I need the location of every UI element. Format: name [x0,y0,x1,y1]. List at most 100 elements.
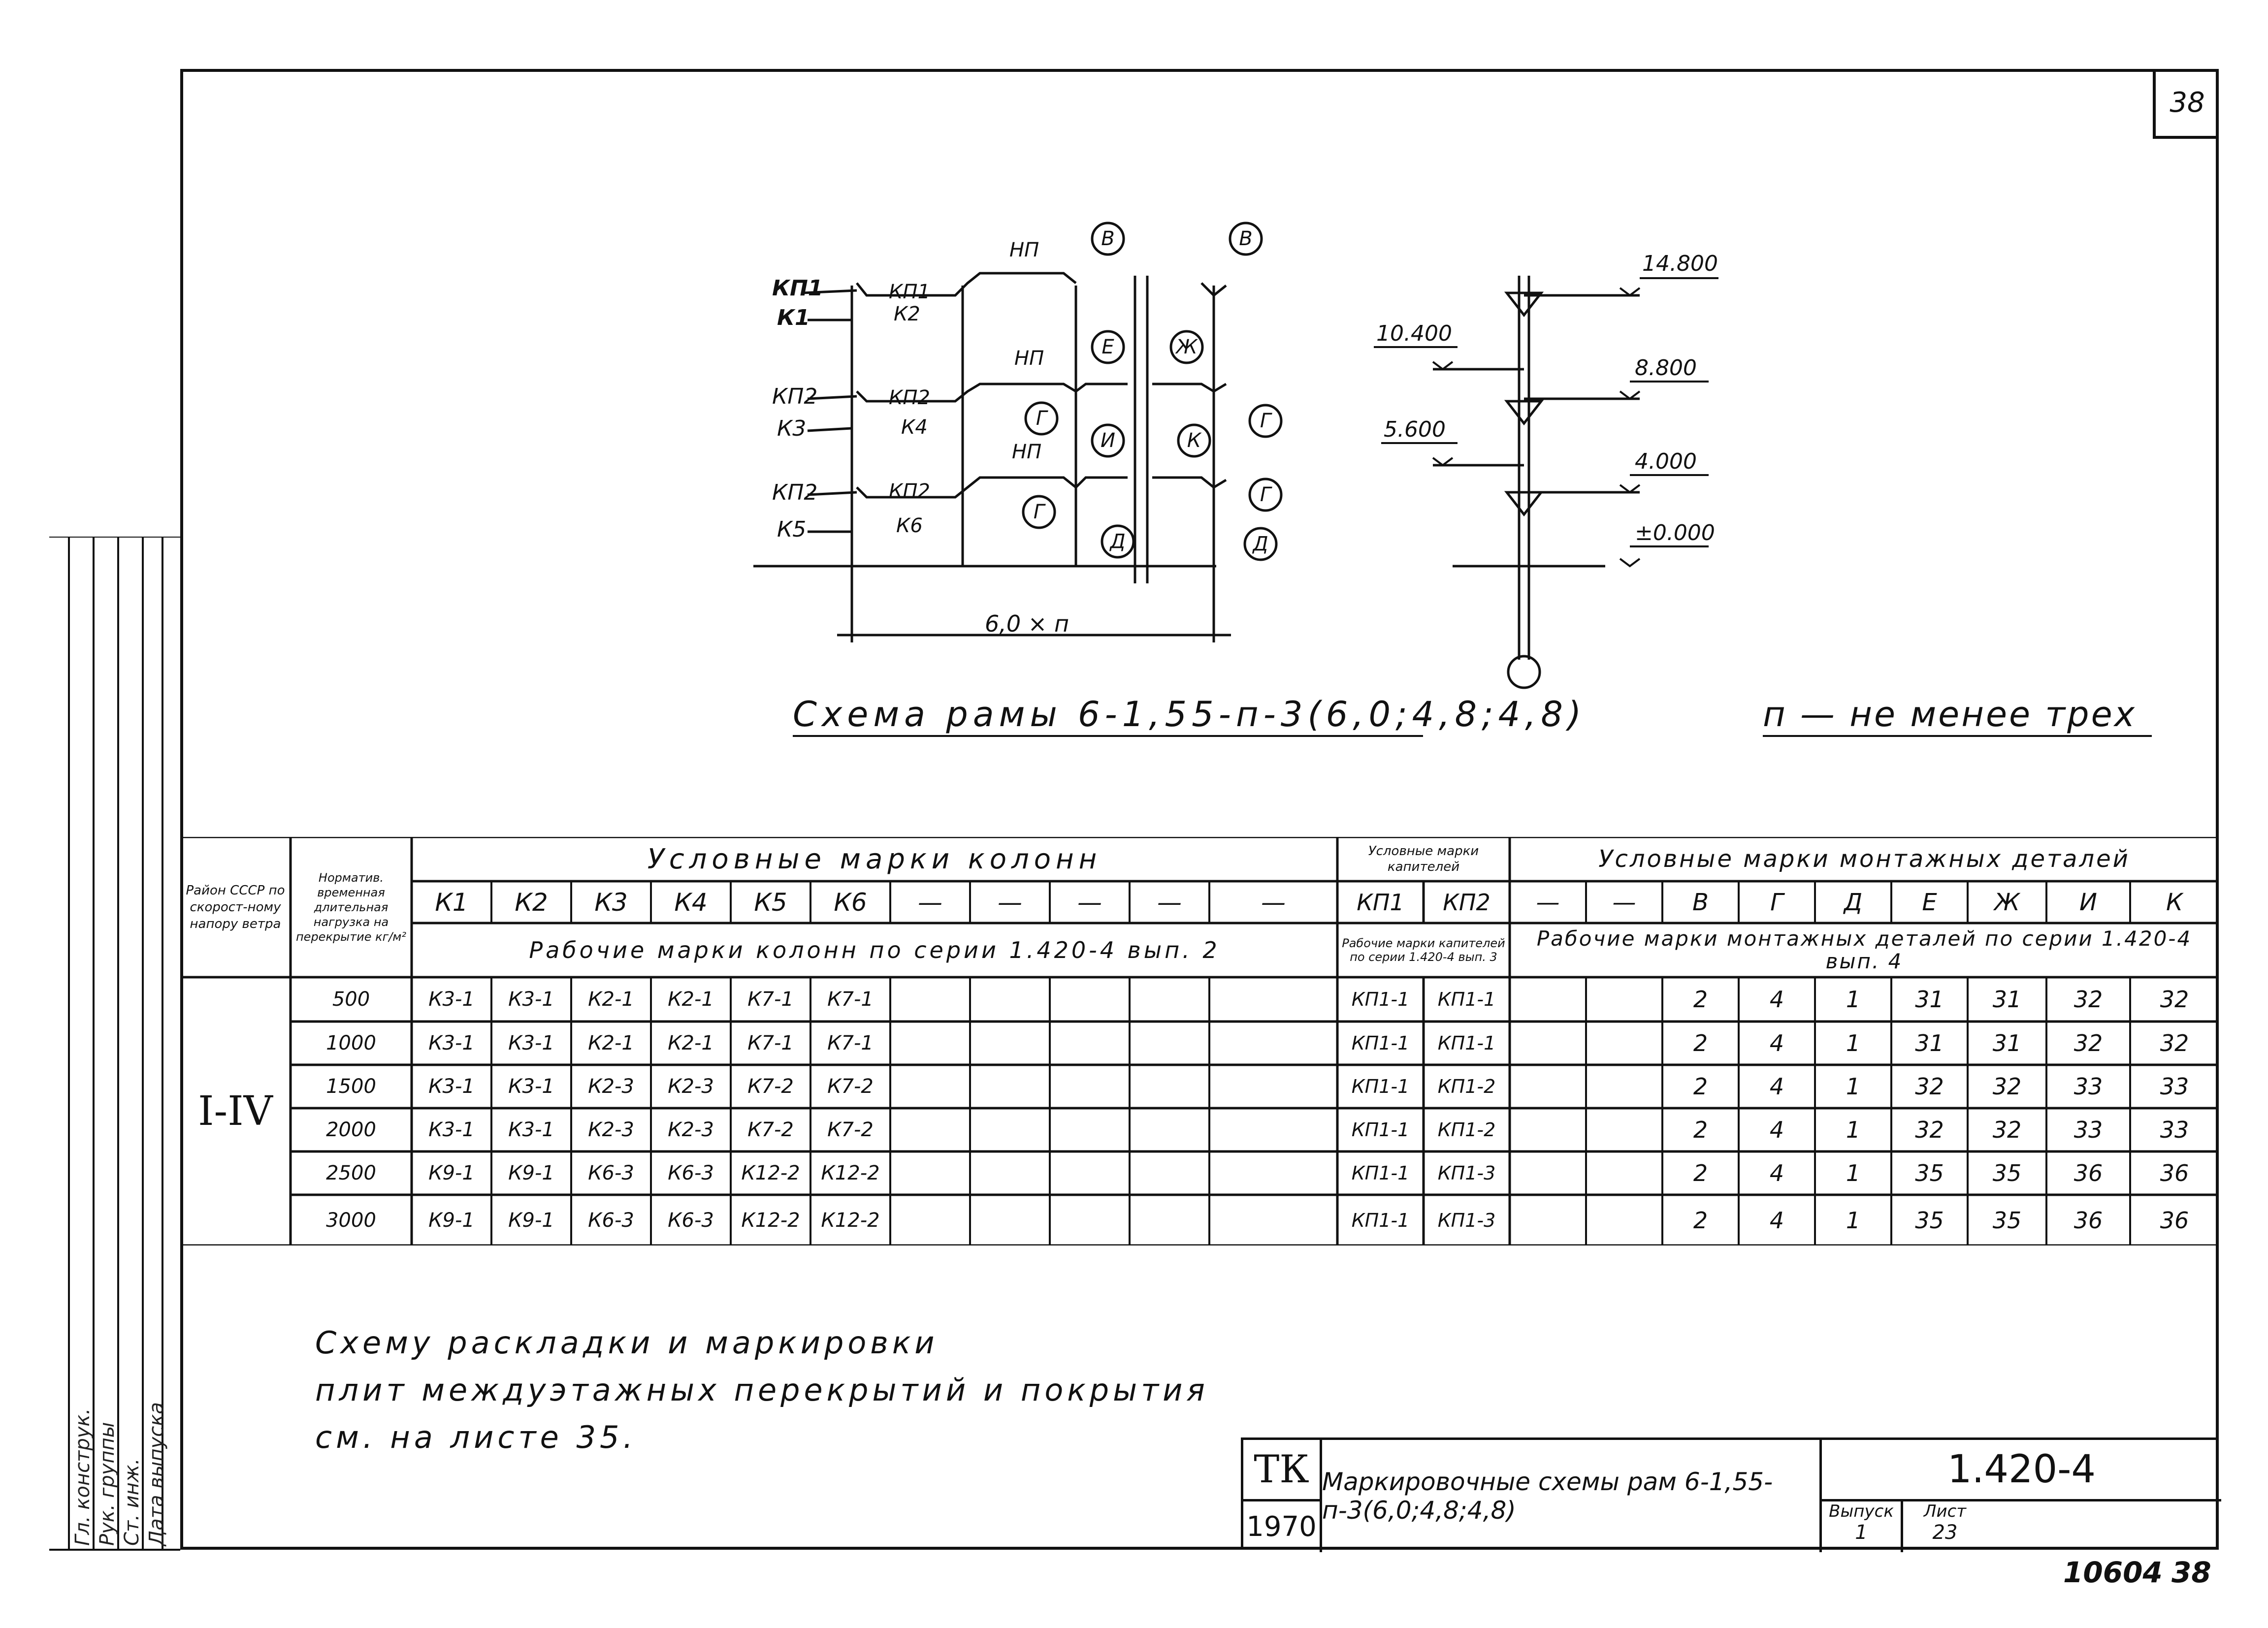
header-columns-work: Рабочие марки колонн по серии 1.420-4 вы… [529,937,1220,963]
circle-label-g2: Г [1260,410,1271,432]
row-column-mark: К3-1 [428,1032,475,1054]
col-mark-k1: К1 [435,888,468,917]
row-detail-mark: 32 [1992,1073,2022,1100]
row-detail-mark: 32 [1992,1117,2022,1143]
row-capital-mark: КП1-1 [1437,989,1496,1010]
row-column-mark: К7-1 [827,988,874,1011]
detail-mark-k: К [2166,888,2183,916]
col-mark-dash-1: — [918,888,942,917]
note-line-3: см. на листе 35. [315,1419,637,1455]
row-column-mark: К6-3 [588,1162,634,1184]
circle-label-v2: В [1239,227,1253,250]
row-load: 3000 [326,1209,376,1232]
title-block-series: 1.420-4 [1947,1447,2096,1492]
row-column-mark: К9-1 [428,1162,475,1184]
row-load: 1000 [326,1032,376,1054]
circle-label-k: К [1187,429,1201,452]
row-detail-mark: 1 [1846,986,1861,1013]
row-detail-mark: 32 [1915,1117,1944,1143]
side-stamp-role-4: Дата выпуска [145,1402,168,1546]
row-detail-mark: 36 [2160,1207,2189,1234]
title-block-issue-cell: Выпуск 1 [1819,1501,1903,1552]
circle-label-zh: Ж [1176,336,1198,358]
marking-table: Район СССР по скорост-ному напору ветра … [180,837,2219,1245]
row-detail-mark: 1 [1846,1117,1861,1143]
note-block: Схему раскладки и маркировки плит междуэ… [315,1319,1209,1461]
label-kp1-left: КП1 [772,276,823,301]
row-capital-mark: КП1-3 [1437,1162,1496,1184]
detail-mark-e: Е [1922,888,1937,916]
row-load: 2500 [326,1162,376,1184]
table-grid [180,837,2219,1245]
label-kp2-left-2: КП2 [772,480,818,505]
row-column-mark: К2-1 [668,988,714,1011]
row-detail-mark: 4 [1769,1207,1784,1234]
side-stamp-role-1: Гл. конструк. [71,1408,94,1546]
row-detail-mark: 35 [1992,1207,2022,1234]
row-detail-mark: 32 [2160,1030,2189,1056]
frame-scheme-caption: Схема рамы 6-1,55-п-3(6,0;4,8;4,8) [793,694,1587,734]
col-mark-k6: К6 [834,888,867,917]
row-column-mark: К3-1 [428,988,475,1011]
label-kp2-inner-2: КП2 [889,480,930,503]
row-capital-mark: КП1-1 [1351,989,1410,1010]
row-column-mark: К12-2 [741,1162,800,1184]
row-column-mark: К6-3 [588,1209,634,1232]
row-column-mark: К3-1 [508,1075,554,1098]
col-mark-dash-2: — [998,888,1022,917]
detail-mark-g: Г [1770,888,1783,916]
circle-label-g4: Г [1260,483,1271,506]
row-detail-mark: 33 [2160,1073,2189,1100]
region-value: I-IV [198,1088,273,1135]
circle-label-i: И [1101,429,1115,452]
row-column-mark: К12-2 [741,1209,800,1232]
row-column-mark: К7-1 [827,1032,874,1054]
label-np-3: НП [1012,441,1042,463]
circle-label-g1: Г [1036,407,1047,430]
row-detail-mark: 36 [2074,1207,2103,1234]
circle-label-d1: Д [1110,530,1126,553]
row-detail-mark: 2 [1693,1073,1708,1100]
side-stamp-grid [49,536,180,1551]
row-column-mark: К7-1 [747,1032,794,1054]
header-details-group: Условные марки монтажных деталей [1598,845,2130,873]
row-detail-mark: 36 [2160,1160,2189,1186]
row-detail-mark: 4 [1769,1117,1784,1143]
row-column-mark: К2-3 [668,1075,714,1098]
row-detail-mark: 2 [1693,1207,1708,1234]
row-column-mark: К2-1 [668,1032,714,1054]
level-8800: 8.800 [1635,355,1697,381]
circle-label-v1: В [1101,227,1115,250]
row-detail-mark: 1 [1846,1030,1861,1056]
label-k1-left: К1 [777,305,810,330]
row-detail-mark: 2 [1693,1160,1708,1186]
col-mark-k3: К3 [594,888,628,917]
row-column-mark: К2-3 [588,1118,634,1141]
row-column-mark: К3-1 [508,1032,554,1054]
level-10400: 10.400 [1376,321,1452,346]
row-load: 1500 [326,1075,376,1098]
title-block-sheet: 23 [1932,1521,1958,1544]
row-column-mark: К7-2 [827,1075,874,1098]
row-detail-mark: 1 [1846,1207,1861,1234]
label-k6-inner: К6 [896,514,923,537]
bottom-code: 10604 [2063,1556,2163,1589]
header-caps-group: Условные марки капителей [1368,844,1479,874]
row-capital-mark: КП1-1 [1351,1162,1410,1184]
note-line-2: плит междуэтажных перекрытий и покрытия [315,1372,1209,1408]
row-detail-mark: 4 [1769,986,1784,1013]
row-column-mark: К6-3 [668,1162,714,1184]
detail-mark-dash-2: — [1612,888,1636,916]
side-stamp-role-2: Рук. группы [96,1422,119,1546]
drawing-frame [180,69,2219,1550]
level-zero: ±0.000 [1635,520,1715,545]
sheet-number-corner: 38 [2153,69,2219,139]
row-column-mark: К9-1 [508,1162,554,1184]
side-stamp: Гл. конструк. Рук. группы Ст. инж. Дата … [49,536,180,1551]
title-block-issue-label: Выпуск [1829,1501,1894,1521]
row-capital-mark: КП1-1 [1351,1209,1410,1231]
row-column-mark: К2-1 [588,1032,634,1054]
row-detail-mark: 2 [1693,986,1708,1013]
title-block-year: 1970 [1246,1511,1317,1543]
span-dimension-label: 6,0 × п [985,610,1069,637]
